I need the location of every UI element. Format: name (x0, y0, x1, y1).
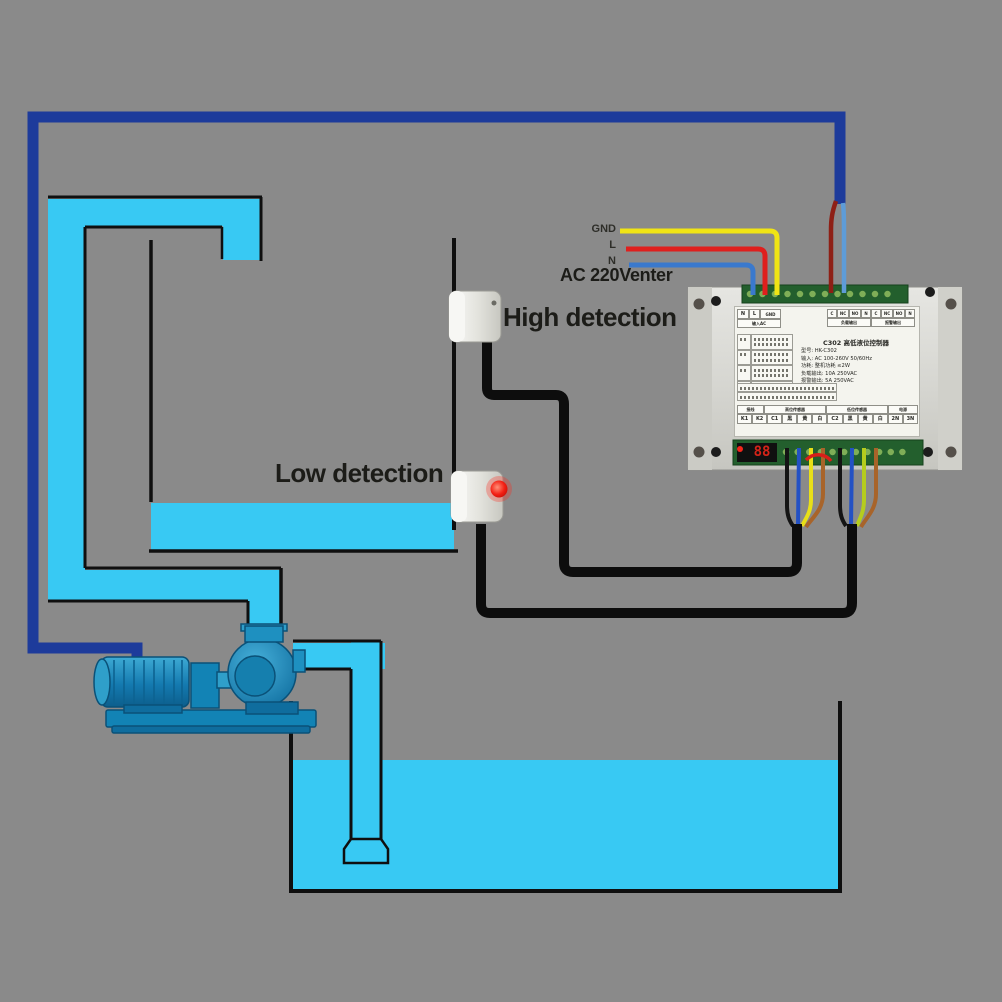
terminal-map-table: 接线 高位传感器 低位传感器 电源 K1 K2 C1 黑 黄 白 C2 黑 黄 … (737, 405, 918, 424)
screw (925, 287, 935, 297)
alarm-led (490, 480, 508, 498)
suction-foot (342, 837, 390, 865)
relay-terminal-table: C NC NO N C NC NO N 负载输出 报警输出 (827, 309, 917, 327)
neutral-label: N (608, 255, 616, 267)
led-display (737, 443, 777, 462)
screw (711, 296, 721, 306)
high-level-sensor (448, 290, 502, 343)
mount-hole (945, 298, 957, 310)
pump-inlet-stub (249, 570, 280, 632)
live-wire (626, 246, 768, 295)
mount-hole (693, 446, 705, 458)
screw (923, 447, 933, 457)
upper-tank-circuit (48, 195, 458, 632)
high-detection-label: High detection (503, 302, 677, 332)
sensor-lead-wires (785, 447, 878, 529)
pipe-bottom-band (48, 570, 280, 601)
water-pump (93, 623, 317, 734)
screw (711, 447, 721, 457)
low-sensor-cable (476, 524, 857, 618)
low-level-sensor (450, 470, 512, 523)
low-water-band (151, 503, 454, 550)
neutral-wire (629, 262, 756, 295)
mount-hole (693, 298, 705, 310)
pipe-top-stub (223, 199, 260, 260)
pump-feed-wires (828, 200, 847, 293)
low-detection-label: Low detection (275, 458, 444, 488)
ac-power-label: AC 220Venter (560, 265, 673, 285)
mount-hole (945, 446, 957, 458)
gnd-label: GND (591, 223, 616, 235)
live-label: L (609, 239, 616, 251)
pipe-left-band (48, 199, 85, 601)
notes-block (737, 383, 837, 401)
controller-spec-label: N L GND 输入AC C NC NO N C NC NO N 负载输出 报警… (734, 306, 920, 437)
power-led (737, 446, 743, 452)
storage-tank (289, 701, 842, 893)
high-sensor-cable (482, 336, 802, 577)
label-specs: 型号: HK-C302 输入: AC 100-260V 50/60Hz 功耗: … (801, 348, 872, 385)
ground-wire (620, 228, 780, 295)
label-title: C302 高低液位控制器 (822, 339, 890, 347)
red-jumper-wire (804, 453, 833, 463)
discharge-pipe (293, 639, 390, 865)
pump-power-line (27, 111, 846, 667)
input-terminal-table: N L GND 输入AC (737, 309, 781, 328)
display-digits: 88 (753, 444, 771, 460)
tank-water (293, 760, 838, 890)
ac-input-wires (620, 228, 780, 295)
sensor-cables (476, 336, 857, 618)
